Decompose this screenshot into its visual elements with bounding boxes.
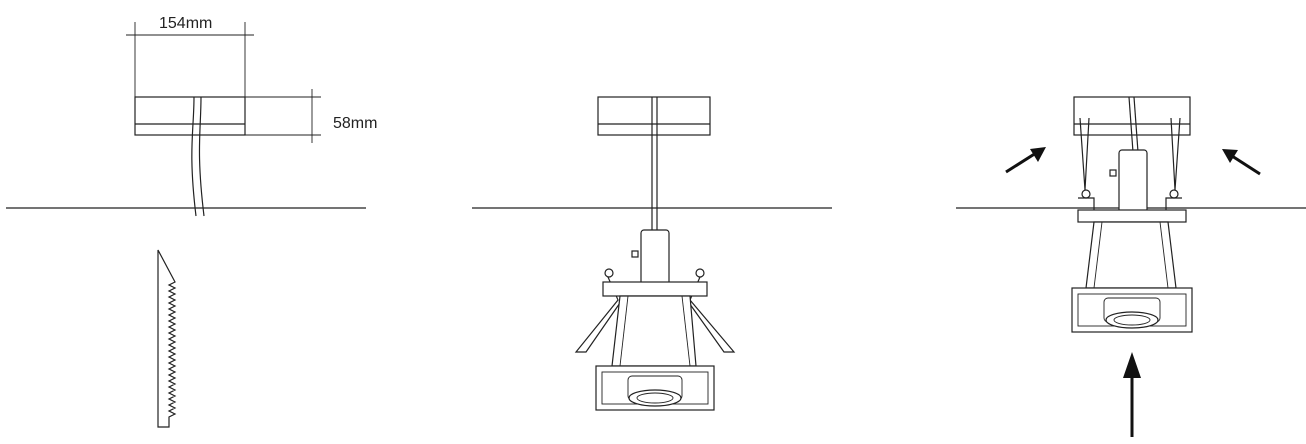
cable-3b: [1133, 96, 1139, 153]
step-1-cutout-dimensions: 154mm 58mm: [6, 15, 377, 428]
lamp-lens-inner-2: [636, 392, 674, 404]
step-2-fixture-below-ceiling: [472, 96, 832, 411]
spring-clip-left-3: [1078, 117, 1095, 212]
cable-left: [191, 96, 197, 217]
socket-tab-2: [631, 250, 639, 258]
arrow-up-left-icon: [1222, 149, 1261, 176]
socket-housing-3: [1118, 149, 1148, 215]
fixture-body-3: [1085, 221, 1177, 289]
body-line-3a: [1093, 221, 1103, 289]
height-dimension-label: 58mm: [333, 115, 377, 132]
cable-3a: [1128, 96, 1134, 153]
saw-icon: [157, 249, 177, 428]
driver-box-2: [597, 96, 711, 136]
body-line-2b: [681, 295, 691, 367]
body-line-3b: [1159, 221, 1169, 289]
socket-tab-3: [1109, 169, 1117, 177]
arrow-up-right-icon: [1005, 147, 1046, 174]
step-3-install-into-ceiling: [956, 96, 1306, 437]
driver-box-3: [1073, 96, 1191, 136]
body-line-2a: [619, 295, 629, 367]
arrow-up-icon: [1123, 352, 1141, 437]
spring-clip-right-3: [1165, 117, 1182, 212]
cable-right: [198, 96, 205, 217]
fixture-collar-2: [602, 281, 708, 297]
lamp-lens-2: [628, 389, 682, 407]
fixture-collar-3: [1077, 209, 1187, 223]
lamp-lens-3: [1105, 311, 1159, 329]
lamp-lens-inner-3: [1113, 314, 1151, 326]
width-dimension-label: 154mm: [159, 15, 212, 32]
driver-box: [134, 96, 246, 136]
